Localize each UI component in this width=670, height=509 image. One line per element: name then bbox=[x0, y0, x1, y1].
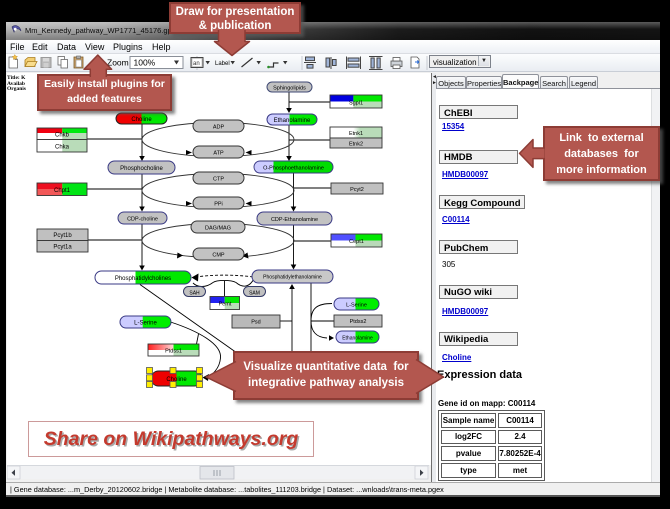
svg-text:SAH: SAH bbox=[189, 291, 200, 297]
svg-text:Cept1: Cept1 bbox=[349, 239, 364, 245]
svg-text:Ptdss1: Ptdss1 bbox=[165, 349, 182, 355]
svg-text:Pcyt1b: Pcyt1b bbox=[53, 233, 72, 239]
svg-text:Pemt: Pemt bbox=[219, 302, 232, 308]
svg-text:Etnk1: Etnk1 bbox=[349, 131, 363, 137]
svg-text:Pcyt2: Pcyt2 bbox=[350, 187, 364, 193]
svg-text:Zoom:: Zoom: bbox=[107, 58, 131, 68]
svg-text:Chka: Chka bbox=[55, 145, 70, 151]
svg-text:L-Serine: L-Serine bbox=[134, 321, 157, 327]
svg-text:Phosphocholine: Phosphocholine bbox=[120, 166, 163, 172]
svg-text:CDP-Ethanolamine: CDP-Ethanolamine bbox=[271, 217, 318, 223]
svg-text:Choline: Choline bbox=[166, 377, 187, 383]
svg-text:L-Serine: L-Serine bbox=[346, 303, 367, 309]
svg-text:Sphingolipids: Sphingolipids bbox=[273, 86, 306, 92]
svg-text:CTP: CTP bbox=[213, 177, 224, 183]
svg-text:ADP: ADP bbox=[213, 125, 225, 131]
svg-text:Ethanolamine: Ethanolamine bbox=[342, 336, 373, 342]
svg-text:Phosphatidylcholines: Phosphatidylcholines bbox=[115, 276, 171, 282]
svg-text:Ptdss2: Ptdss2 bbox=[350, 319, 367, 325]
svg-text:Chpt1: Chpt1 bbox=[54, 188, 71, 194]
svg-text:Pcyt1a: Pcyt1a bbox=[53, 245, 72, 251]
svg-text:Ethanolamine: Ethanolamine bbox=[274, 118, 311, 124]
svg-text:Sgpl1: Sgpl1 bbox=[349, 101, 363, 107]
svg-text:Chkb: Chkb bbox=[55, 133, 70, 139]
svg-text:Psd: Psd bbox=[251, 320, 260, 326]
svg-text:an: an bbox=[193, 61, 200, 67]
svg-text:100%: 100% bbox=[134, 58, 156, 68]
svg-text:CDP-choline: CDP-choline bbox=[127, 217, 158, 223]
svg-text:Phosphatidylethanolamine: Phosphatidylethanolamine bbox=[263, 275, 322, 281]
svg-text:Etnk2: Etnk2 bbox=[349, 142, 363, 148]
svg-text:ATP: ATP bbox=[213, 151, 224, 157]
svg-text:CMP: CMP bbox=[212, 253, 225, 259]
svg-text:SAM: SAM bbox=[249, 291, 260, 297]
svg-text:PPi: PPi bbox=[214, 202, 223, 208]
svg-text:Choline: Choline bbox=[131, 117, 152, 123]
svg-text:DAG/MAG: DAG/MAG bbox=[205, 226, 231, 232]
svg-text:Label: Label bbox=[215, 61, 230, 67]
svg-text:O-Phosphoethanolamine: O-Phosphoethanolamine bbox=[263, 166, 324, 172]
